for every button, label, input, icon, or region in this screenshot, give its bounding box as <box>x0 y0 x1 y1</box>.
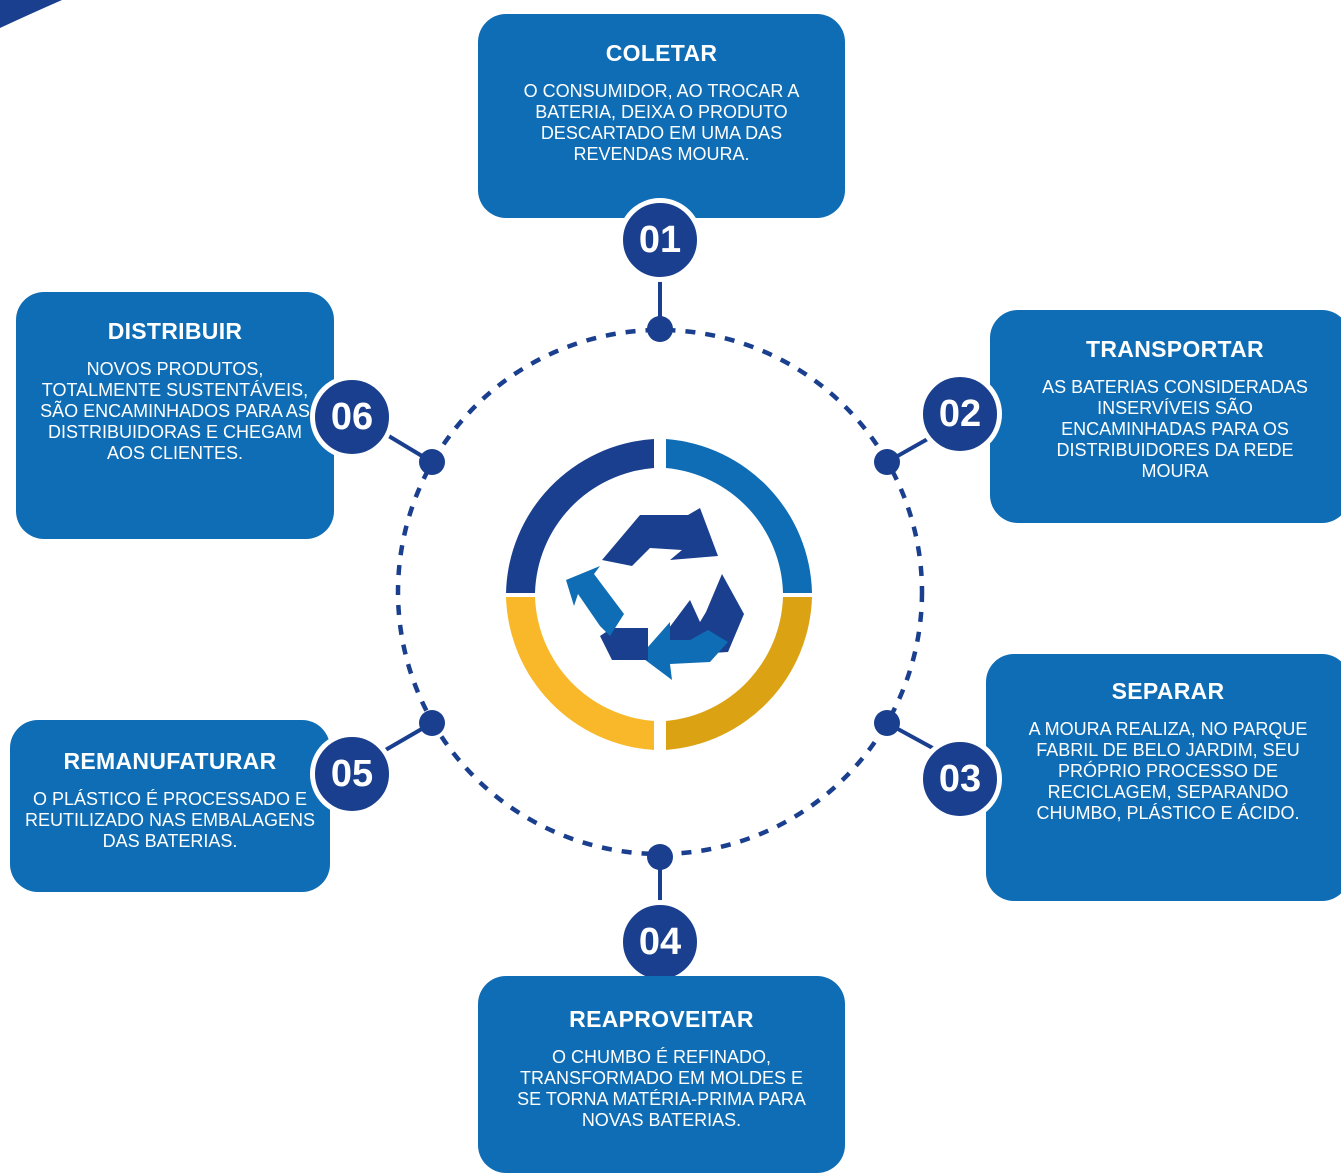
center-donut <box>506 439 812 750</box>
corner-swoosh <box>0 0 62 28</box>
ring-node <box>874 710 900 736</box>
donut-segment-blue <box>666 439 812 593</box>
recycle-icon <box>566 508 744 680</box>
connector-lines <box>380 280 941 910</box>
ring-node <box>419 710 445 736</box>
step-number-badge: 05 <box>310 732 394 816</box>
step-description: O PLÁSTICO É PROCESSADO E REUTILIZADO NA… <box>24 789 316 851</box>
step-title: DISTRIBUIR <box>107 318 243 344</box>
step-number-badge: 04 <box>618 900 702 984</box>
donut-segment-yellow <box>506 597 654 750</box>
dashed-cycle-ring <box>395 327 925 857</box>
step-box-reaproveitar: REAPROVEITAR O CHUMBO É REFINADO, TRANSF… <box>478 976 845 1173</box>
ring-nodes <box>419 316 900 870</box>
step-title: COLETAR <box>605 40 718 66</box>
donut-segment-dark-blue <box>506 439 654 593</box>
step-number-badge: 03 <box>918 737 1002 821</box>
step-number-badge: 02 <box>918 372 1002 456</box>
step-number-badge: 01 <box>618 198 702 282</box>
step-box-remanufaturar: REMANUFATURAR O PLÁSTICO É PROCESSADO E … <box>10 720 330 892</box>
step-box-distribuir: DISTRIBUIR NOVOS PRODUTOS, TOTALMENTE SU… <box>16 292 334 539</box>
donut-segment-dark-yellow <box>666 597 812 750</box>
step-box-transportar: TRANSPORTAR AS BATERIAS CONSIDERADAS INS… <box>990 310 1341 523</box>
ring-node <box>647 844 673 870</box>
step-title: TRANSPORTAR <box>1086 336 1264 362</box>
step-description: O CHUMBO É REFINADO, TRANSFORMADO EM MOL… <box>517 1047 806 1130</box>
ring-node <box>647 316 673 342</box>
step-number-badge: 06 <box>310 375 394 459</box>
step-title: SEPARAR <box>1111 678 1225 704</box>
step-description: O CONSUMIDOR, AO TROCAR A BATERIA, DEIXA… <box>523 81 800 164</box>
step-box-separar: SEPARAR A MOURA REALIZA, NO PARQUE FABRI… <box>986 654 1341 901</box>
step-description: NOVOS PRODUTOS, TOTALMENTE SUSTENTÁVEIS,… <box>40 359 310 463</box>
step-title: REMANUFATURAR <box>63 748 277 774</box>
step-box-coletar: COLETAR O CONSUMIDOR, AO TROCAR A BATERI… <box>478 14 845 218</box>
step-description: A MOURA REALIZA, NO PARQUE FABRIL DE BEL… <box>1028 719 1308 823</box>
ring-node <box>874 449 900 475</box>
step-description: AS BATERIAS CONSIDERADAS INSERVÍVEIS SÃO… <box>1042 377 1308 481</box>
step-title: REAPROVEITAR <box>569 1006 754 1032</box>
ring-node <box>419 449 445 475</box>
